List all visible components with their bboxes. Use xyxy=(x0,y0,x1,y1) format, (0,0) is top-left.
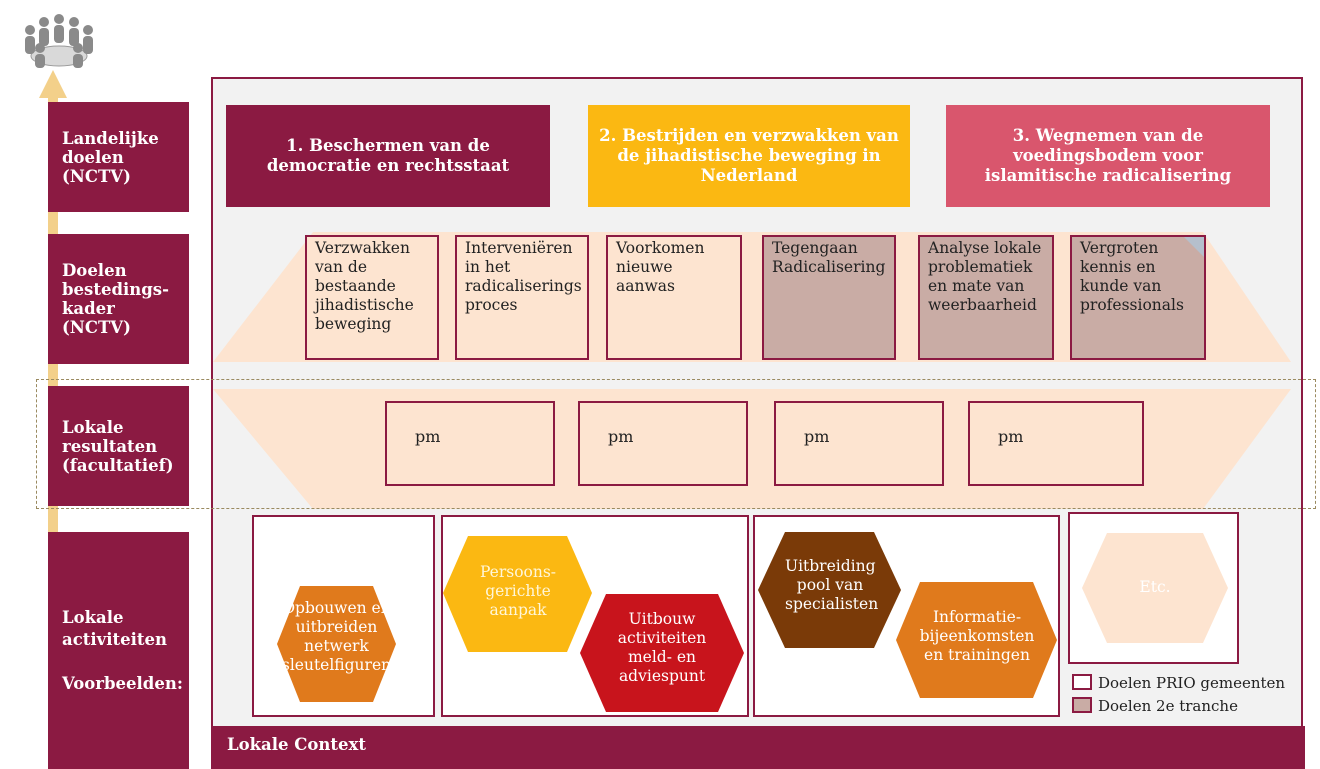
subgoal-6: Vergroten kennis en kunde van profession… xyxy=(1070,235,1206,360)
legend-label-tranche: Doelen 2e tranche xyxy=(1098,697,1238,715)
row-label-landelijke-doelen: Landelijke doelen (NCTV) xyxy=(48,102,189,212)
result-3: pm xyxy=(774,401,944,486)
activity-text-etc: Etc. xyxy=(1139,578,1171,596)
subgoal-2: Interveniëren in het radicaliserings pro… xyxy=(455,235,589,360)
activity-text-opbouwen: Opbouwen en uitbreiden netwerk sleutelfi… xyxy=(281,599,392,674)
activity-text-persoonsgericht: Persoons-gerichte aanpak xyxy=(479,563,557,619)
result-2: pm xyxy=(578,401,748,486)
legend-label-prio: Doelen PRIO gemeenten xyxy=(1098,674,1286,692)
row-label-doelen-bestedingskader: Doelen bestedings- kader (NCTV) xyxy=(48,234,189,364)
upward-arrow-head xyxy=(39,70,67,98)
goal-3: 3. Wegnemen van de voedingsbodem voor is… xyxy=(946,105,1270,207)
people-circle-icon xyxy=(25,14,93,68)
legend-swatch-prio xyxy=(1072,674,1092,690)
result-1: pm xyxy=(385,401,555,486)
subgoal-3: Voorkomen nieuwe aanwas xyxy=(606,235,742,360)
goal-1: 1. Beschermen van de democratie en recht… xyxy=(226,105,550,207)
subgoal-5: Analyse lokale problematiek en mate van … xyxy=(918,235,1054,360)
corner-fold-icon xyxy=(1184,237,1204,257)
legend-swatch-tranche xyxy=(1072,697,1092,713)
subgoal-4: Tegengaan Radicalisering xyxy=(762,235,896,360)
activity-text-uitbreiding: Uitbreiding pool van specialisten xyxy=(785,557,879,613)
row-label-lokale-activiteiten: Lokale activiteiten Voorbeelden: xyxy=(48,532,189,769)
activity-text-informatie: Informatie-bijeenkomsten en trainingen xyxy=(919,608,1035,664)
result-4: pm xyxy=(968,401,1144,486)
goal-2: 2. Bestrijden en verzwakken van de jihad… xyxy=(588,105,910,207)
row-label-lokale-resultaten: Lokale resultaten (facultatief) xyxy=(48,386,189,506)
activity-text-uitbouw: Uitbouw activiteiten meld- en adviespunt xyxy=(617,610,707,685)
lokale-context-bar: Lokale Context xyxy=(211,726,1305,769)
subgoal-1: Verzwakken van de bestaande jihadistisch… xyxy=(305,235,439,360)
local-results-dashed-region xyxy=(36,379,1316,509)
